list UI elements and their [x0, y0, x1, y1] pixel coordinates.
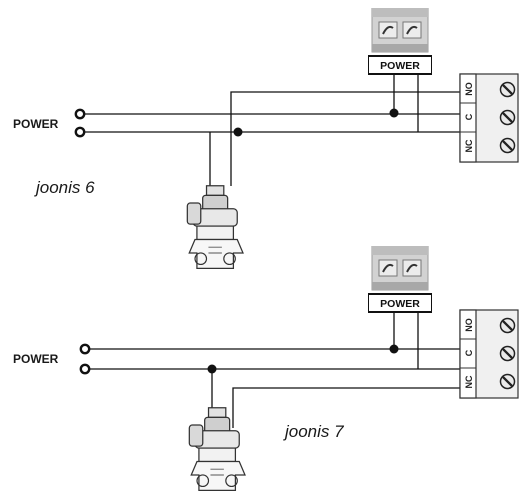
terminal-no-label: NO: [464, 318, 474, 332]
power-terminal: [79, 363, 91, 375]
screw-icon: [499, 345, 516, 362]
junction-dot: [207, 364, 217, 374]
relay-terminal-block: NO C NC: [459, 73, 519, 163]
figure-caption: joonis 6: [34, 178, 95, 197]
power-terminal: [74, 108, 86, 120]
screw-icon: [499, 109, 516, 126]
relay-terminal-block: NO C NC: [459, 309, 519, 399]
terminal-c-label: C: [464, 113, 474, 120]
power-label: POWER: [13, 117, 59, 131]
power-box-label: POWER: [380, 298, 420, 310]
junction-dot: [233, 127, 243, 137]
junction-dot: [389, 108, 399, 118]
junction-dot: [389, 344, 399, 354]
power-label: POWER: [13, 352, 59, 366]
power-terminal: [79, 343, 91, 355]
wires-joonis-6: [80, 75, 465, 186]
terminal-c-label: C: [464, 349, 474, 356]
power-supply-block: POWER: [368, 246, 432, 313]
screw-icon: [499, 81, 516, 98]
power-box-label: POWER: [380, 60, 420, 72]
power-terminal: [74, 126, 86, 138]
wires-joonis-7: [85, 308, 465, 428]
screw-icon: [499, 373, 516, 390]
solenoid-valve-icon: [188, 407, 246, 491]
screw-icon: [499, 317, 516, 334]
power-supply-block: POWER: [368, 8, 432, 75]
diagram-joonis-6: POWER POWER NO C NC joonis 6: [13, 8, 519, 269]
terminal-no-label: NO: [464, 82, 474, 96]
solenoid-valve-icon: [186, 185, 244, 269]
terminal-nc-label: NC: [464, 375, 474, 388]
figure-caption: joonis 7: [283, 422, 344, 441]
diagram-joonis-7: POWER POWER NO C NC joonis 7: [13, 246, 519, 491]
terminal-nc-label: NC: [464, 139, 474, 152]
screw-icon: [499, 137, 516, 154]
